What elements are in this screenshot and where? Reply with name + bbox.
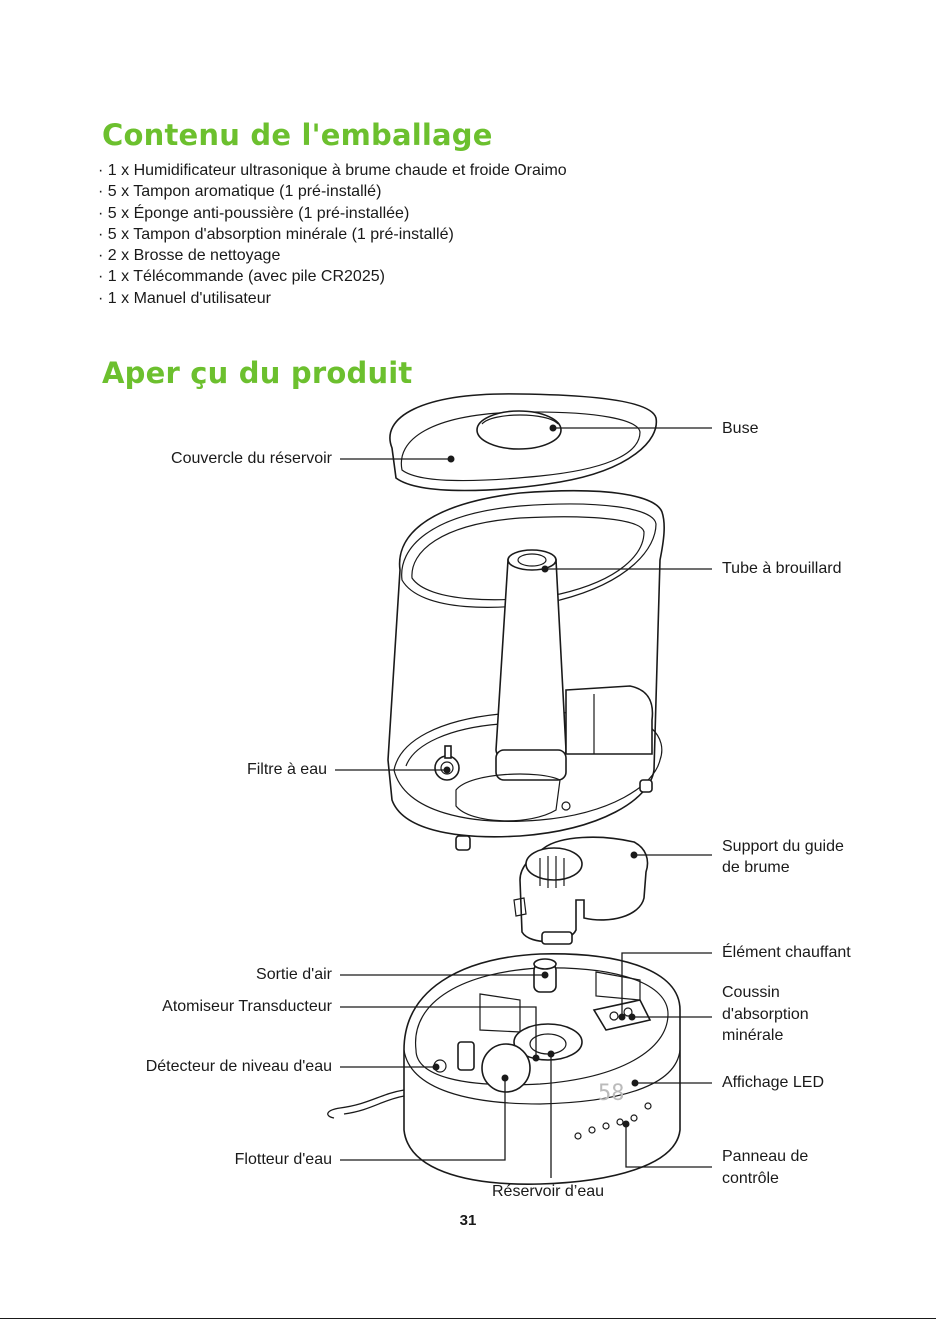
section-title-overview: Aper çu du produit [102, 356, 413, 390]
water-tank-illustration [387, 489, 665, 851]
list-item: 2 x Brosse de nettoyage [98, 245, 567, 266]
base-illustration: 58 [327, 953, 681, 1185]
led-display-reading: 58 [598, 1081, 625, 1106]
label-panneau-1: Panneau de [722, 1148, 809, 1165]
tank-lid-illustration [389, 393, 658, 492]
label-support-2: de brume [722, 859, 790, 876]
mist-guide-support-illustration [513, 836, 649, 945]
label-filtre: Filtre à eau [246, 761, 327, 778]
label-detecteur: Détecteur de niveau d'eau [145, 1058, 332, 1075]
label-sortie: Sortie d'air [256, 966, 332, 983]
page-bottom-rule [0, 1318, 936, 1319]
label-reservoir: Réservoir d’eau [492, 1183, 605, 1200]
label-coussin-1: Coussin [722, 984, 780, 1001]
label-affichage: Affichage LED [722, 1074, 824, 1091]
list-item: 5 x Tampon aromatique (1 pré-installé) [98, 181, 567, 202]
label-support-1: Support du guide [722, 838, 844, 855]
list-item: 1 x Humidificateur ultrasonique à brume … [98, 160, 567, 181]
package-contents-list: 1 x Humidificateur ultrasonique à brume … [98, 160, 567, 309]
label-atomiseur: Atomiseur Transducteur [162, 998, 332, 1015]
label-coussin-3: minérale [722, 1027, 784, 1044]
label-tube: Tube à brouillard [722, 560, 842, 577]
section-title-contents: Contenu de l'emballage [102, 118, 493, 152]
leader-lines [335, 424, 712, 1178]
label-flotteur: Flotteur d'eau [234, 1151, 332, 1168]
list-item: 5 x Tampon d'absorption minérale (1 pré-… [98, 224, 567, 245]
label-panneau-2: contrôle [722, 1170, 779, 1187]
label-buse: Buse [722, 420, 759, 437]
page-number: 31 [459, 1212, 477, 1229]
label-coussin-2: d'absorption [722, 1006, 809, 1023]
list-item: 1 x Manuel d'utilisateur [98, 288, 567, 309]
list-item: 1 x Télécommande (avec pile CR2025) [98, 266, 567, 287]
label-element: Élément chauffant [722, 944, 851, 961]
label-couvercle: Couvercle du réservoir [171, 450, 332, 467]
list-item: 5 x Éponge anti-poussière (1 pré-install… [98, 203, 567, 224]
